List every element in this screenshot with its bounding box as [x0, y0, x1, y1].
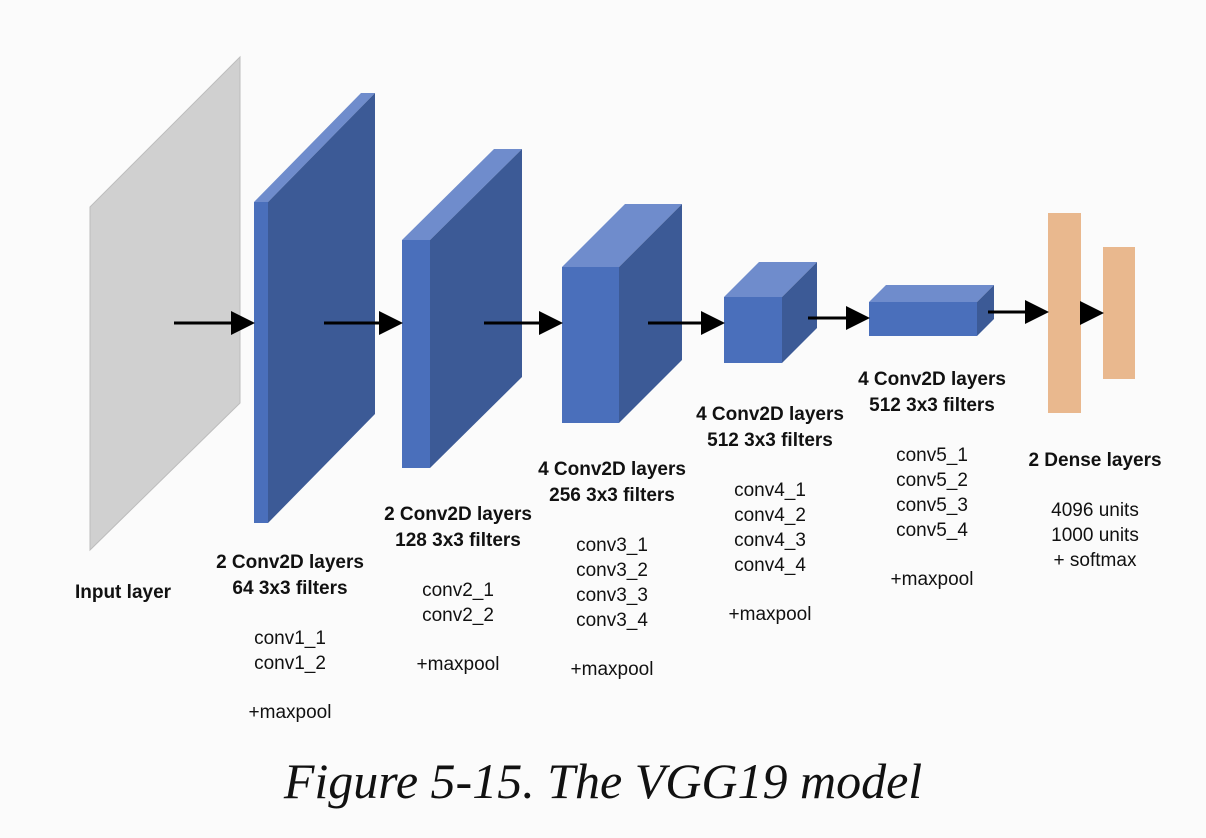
- dense-labels: 2 Dense layers 4096 units 1000 units + s…: [1028, 448, 1161, 573]
- conv-block-1-labels: 2 Conv2D layers 64 3x3 filters conv1_1 c…: [216, 550, 364, 726]
- conv-block-2-labels: 2 Conv2D layers 128 3x3 filters conv2_1 …: [384, 502, 532, 678]
- conv-block-5-filters: 512 3x3 filters: [869, 395, 995, 416]
- conv3_3-label: conv3_3: [576, 585, 648, 606]
- conv-block-5-top: [869, 285, 994, 302]
- conv-block-4-title: 4 Conv2D layers: [696, 404, 844, 425]
- vgg19-diagram: [89, 55, 1135, 552]
- conv5_1-label: conv5_1: [896, 445, 968, 466]
- conv-block-4-front: [724, 297, 782, 363]
- conv3_1-label: conv3_1: [576, 535, 648, 556]
- conv-block-2-shape: [402, 149, 522, 468]
- conv-block-3-pool: +maxpool: [570, 659, 654, 680]
- conv-block-5-side: [977, 285, 994, 336]
- input-layer-label: Input layer: [74, 582, 172, 603]
- conv-block-1-top: [254, 93, 375, 202]
- dense-units-2: 1000 units: [1051, 525, 1139, 546]
- conv-block-3-front: [562, 267, 619, 423]
- conv3_4-label: conv3_4: [576, 610, 648, 631]
- conv-block-3-side: [619, 204, 682, 423]
- conv-block-2-filters: 128 3x3 filters: [395, 530, 521, 551]
- conv-block-2-pool: +maxpool: [416, 654, 500, 675]
- conv-block-3-labels: 4 Conv2D layers 256 3x3 filters conv3_1 …: [538, 457, 686, 683]
- conv-block-4-top: [724, 262, 817, 297]
- conv-block-4-filters: 512 3x3 filters: [707, 430, 833, 451]
- conv-block-4-pool: +maxpool: [728, 604, 812, 625]
- conv-block-3-title: 4 Conv2D layers: [538, 459, 686, 480]
- conv2_2-label: conv2_2: [422, 605, 494, 626]
- dense-title: 2 Dense layers: [1028, 450, 1162, 471]
- conv-block-1-title: 2 Conv2D layers: [216, 552, 364, 573]
- conv2_1-label: conv2_1: [422, 580, 494, 601]
- conv4_1-label: conv4_1: [734, 480, 806, 501]
- conv-block-1-shape: [254, 93, 375, 523]
- dense-units-1: 4096 units: [1051, 500, 1139, 521]
- conv-block-4-shape: [724, 262, 817, 363]
- conv-block-1-pool: +maxpool: [248, 702, 332, 723]
- conv-block-4-side: [782, 262, 817, 363]
- conv-block-1-front: [254, 202, 268, 523]
- conv4_4-label: conv4_4: [734, 555, 806, 576]
- conv-block-3-top: [562, 204, 682, 267]
- conv1_1-label: conv1_1: [254, 628, 326, 649]
- conv5_4-label: conv5_4: [896, 520, 968, 541]
- conv4_3-label: conv4_3: [734, 530, 806, 551]
- conv5_3-label: conv5_3: [896, 495, 968, 516]
- conv-block-3-shape: [562, 204, 682, 423]
- figure-caption: Figure 5-15. The VGG19 model: [283, 753, 923, 809]
- conv-block-1-filters: 64 3x3 filters: [232, 578, 348, 599]
- conv5_2-label: conv5_2: [896, 470, 968, 491]
- conv-block-2-title: 2 Conv2D layers: [384, 504, 532, 525]
- conv-block-2-side: [430, 149, 522, 468]
- conv-block-1-side: [268, 93, 375, 523]
- conv-block-5-shape: [869, 285, 994, 336]
- dense-layer-2-shape: [1103, 247, 1135, 379]
- input-layer-shape: [89, 55, 241, 552]
- conv-block-5-front: [869, 302, 977, 336]
- conv4_2-label: conv4_2: [734, 505, 806, 526]
- conv3_2-label: conv3_2: [576, 560, 648, 581]
- dense-layer-1-shape: [1048, 213, 1081, 413]
- conv-block-5-pool: +maxpool: [890, 569, 974, 590]
- conv1_2-label: conv1_2: [254, 653, 326, 674]
- conv-block-2-top: [402, 149, 522, 240]
- conv-block-5-title: 4 Conv2D layers: [858, 369, 1006, 390]
- conv-block-2-front: [402, 240, 430, 468]
- conv-block-5-labels: 4 Conv2D layers 512 3x3 filters conv5_1 …: [858, 367, 1006, 593]
- dense-softmax: + softmax: [1053, 550, 1137, 571]
- conv-block-3-filters: 256 3x3 filters: [549, 485, 675, 506]
- conv-block-4-labels: 4 Conv2D layers 512 3x3 filters conv4_1 …: [696, 402, 844, 628]
